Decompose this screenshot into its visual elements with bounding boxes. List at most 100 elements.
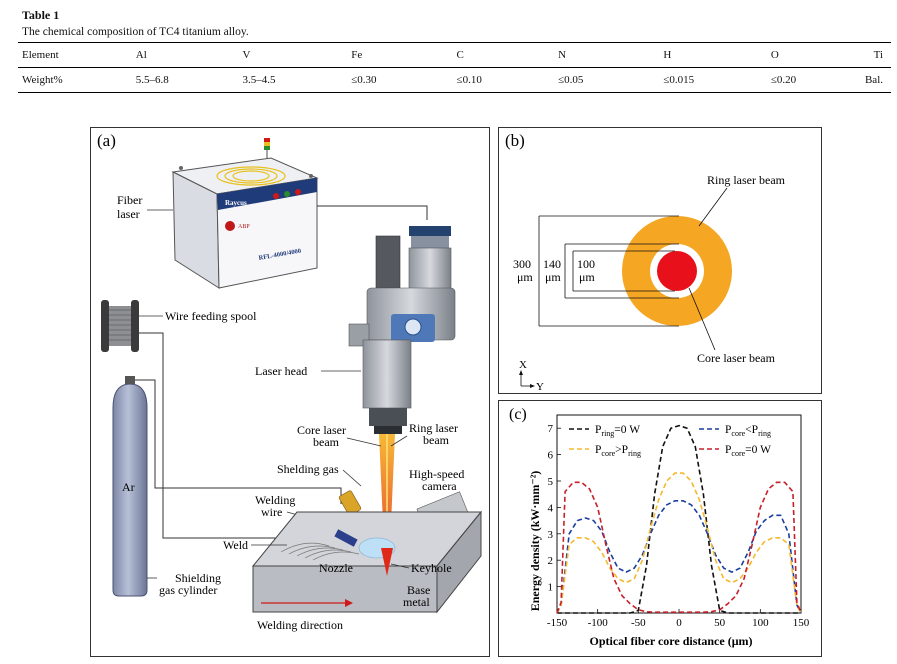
table-header-cell: Element: [18, 42, 132, 68]
dimension-unit: μm: [545, 270, 561, 284]
table-cell: 5.5–6.8: [131, 67, 239, 93]
y-tick-label: 1: [548, 582, 554, 594]
core-beam-label: Core laser: [297, 423, 346, 437]
y-axis-label: Energy density (kW·mm⁻²): [528, 471, 542, 612]
legend-label: Pcore=0 W: [725, 444, 771, 458]
signal-light-icon: [264, 142, 270, 146]
y-tick-label: 7: [548, 423, 554, 435]
table-cell: ≤0.30: [347, 67, 453, 93]
wire-spool-label: Wire feeding spool: [165, 309, 257, 323]
table-cell: ≤0.10: [452, 67, 555, 93]
signal-light-icon: [264, 138, 270, 142]
x-axis-label: Optical fiber core distance (μm): [590, 634, 753, 648]
table-header-cell: Fe: [347, 42, 453, 68]
dimension-unit: μm: [517, 270, 533, 284]
panel-b-label: (b): [505, 131, 525, 150]
y-tick-label: 6: [548, 450, 554, 462]
camera-label: High-speed: [409, 467, 464, 481]
base-metal-label: Base: [407, 583, 430, 597]
table-header-cell: V: [238, 42, 348, 68]
x-tick-label: -150: [547, 617, 568, 629]
laser-badge: ABP: [238, 224, 250, 230]
ring-beam-label: beam: [423, 433, 450, 447]
table-caption: The chemical composition of TC4 titanium…: [22, 26, 249, 38]
laser-indicator-icon: [273, 193, 279, 199]
y-tick-label: 5: [548, 476, 554, 488]
ring-beam-label: Ring laser: [409, 421, 458, 435]
weld-label: Weld: [223, 538, 248, 552]
signal-light-icon: [264, 146, 270, 150]
table-header-cell: H: [659, 42, 767, 68]
fiber-laser-label: Fiber: [117, 193, 142, 207]
cylinder-label: Shielding: [175, 571, 221, 585]
laser-indicator-icon: [284, 191, 290, 197]
table-cell: Bal.: [860, 67, 891, 93]
cylinder-label: gas cylinder: [159, 583, 217, 597]
x-tick-label: 150: [793, 617, 810, 629]
keyhole-label: Keyhole: [411, 561, 452, 575]
panel-a: (a) Raycus ABP RFL-4000/4000 Fiber laser: [90, 127, 490, 657]
dimension-300: 300: [513, 257, 531, 271]
arrow-head-icon: [519, 370, 523, 375]
x-tick-label: 50: [714, 617, 726, 629]
panel-a-label: (a): [97, 131, 116, 150]
table-cell: ≤0.20: [766, 67, 861, 93]
arrow-head-icon: [530, 384, 535, 388]
table-header-cell: N: [554, 42, 660, 68]
panel-b: (b) 300 μm 140 μm 100 μm Ring laser beam…: [498, 127, 822, 394]
arrow-head-icon: [345, 599, 353, 607]
table-header-cell: Al: [131, 42, 239, 68]
table-header-cell: O: [766, 42, 861, 68]
nozzle-label: Nozzle: [319, 561, 353, 575]
panel-c-label: (c): [509, 406, 527, 423]
table-cell: 3.5–4.5: [238, 67, 348, 93]
series-line: [557, 424, 801, 614]
dimension-unit: μm: [579, 270, 595, 284]
table-header-row: Element Al V Fe C N H O Ti: [18, 42, 891, 68]
table-header-cell: Ti: [860, 42, 891, 68]
laser-head: [348, 226, 456, 434]
laser-logo-icon: [225, 221, 235, 231]
core-beam-label: Core laser beam: [697, 351, 776, 365]
fiber-laser-unit: Raycus ABP RFL-4000/4000: [171, 138, 319, 289]
wire-spool: [101, 300, 139, 352]
dimension-100: 100: [577, 257, 595, 271]
energy-density-chart: (c) Energy density (kW·mm⁻²) Optical fib…: [509, 406, 810, 648]
table-header-cell: C: [452, 42, 555, 68]
panel-c: (c) Energy density (kW·mm⁻²) Optical fib…: [498, 400, 822, 657]
table-cell: ≤0.05: [554, 67, 660, 93]
welding-setup-diagram: (a) Raycus ABP RFL-4000/4000 Fiber laser: [97, 131, 483, 632]
dimension-140: 140: [543, 257, 561, 271]
laser-head-gauge-icon: [404, 318, 422, 336]
cylinder-gas-label: Ar: [122, 480, 135, 494]
series-line: [556, 481, 802, 614]
y-tick-label: 2: [548, 555, 554, 567]
y-tick-label: 4: [548, 502, 554, 514]
x-tick-label: 100: [752, 617, 769, 629]
table-cell: Weight%: [18, 67, 132, 93]
y-tick-label: 3: [548, 529, 554, 541]
axis-y-label: Y: [536, 381, 544, 393]
x-tick-label: 0: [676, 617, 682, 629]
composition-table: Element Al V Fe C N H O Ti Weight% 5.5–6…: [18, 42, 891, 93]
welding-wire-label: Welding: [255, 493, 295, 507]
legend-label: Pring=0 W: [595, 424, 640, 438]
table-row: Weight% 5.5–6.8 3.5–4.5 ≤0.30 ≤0.10 ≤0.0…: [18, 67, 891, 93]
nozzle: [334, 529, 358, 547]
table-cell: ≤0.015: [659, 67, 767, 93]
laser-brand: Raycus: [225, 199, 247, 207]
fiber-laser-label: laser: [117, 207, 140, 221]
legend-label: Pcore>Pring: [595, 444, 641, 458]
laser-indicator-icon: [295, 189, 301, 195]
x-tick-label: -100: [588, 617, 609, 629]
series-line: [556, 500, 802, 614]
core-beam: [657, 251, 697, 291]
ring-beam-label: Ring laser beam: [707, 173, 786, 187]
keyhole-icon: [381, 548, 393, 576]
camera-label: camera: [422, 479, 457, 493]
base-metal-plate: [251, 510, 483, 614]
table-title: Table 1: [22, 8, 60, 22]
base-metal-label: metal: [403, 595, 430, 609]
shielding-gas-label: Shelding gas: [277, 462, 339, 476]
series-line: [556, 472, 802, 614]
